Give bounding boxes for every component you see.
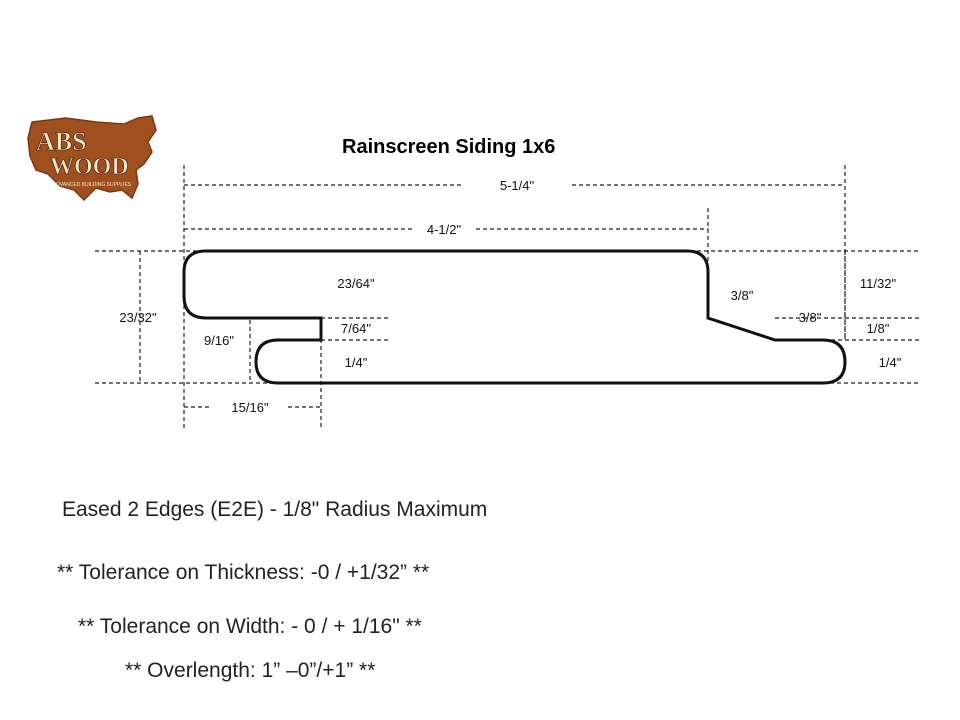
note-eased-edges: Eased 2 Edges (E2E) - 1/8" Radius Maximu… bbox=[62, 498, 488, 521]
logo-text-wood: WOOD bbox=[50, 154, 129, 180]
dim-overall-width: 5-1/4" bbox=[500, 178, 535, 193]
dim-lower-thickness: 1/4" bbox=[345, 355, 368, 370]
usa-map-shape bbox=[27, 115, 157, 202]
dim-upper-thickness: 23/64" bbox=[337, 276, 375, 291]
dim-face-width: 4-1/2" bbox=[427, 222, 462, 237]
dim-groove-depth: 9/16" bbox=[204, 333, 234, 348]
abs-wood-logo: ABS WOOD ADVANCED BUILDING SUPPLIES bbox=[27, 115, 157, 202]
board-profile bbox=[182, 249, 847, 385]
dim-lap-width: 15/16" bbox=[231, 400, 269, 415]
dim-right-top: 11/32" bbox=[860, 276, 897, 291]
note-tolerance-width: ** Tolerance on Width: - 0 / + 1/16" ** bbox=[78, 615, 422, 638]
dim-bevel-height: 3/8" bbox=[731, 288, 754, 303]
dimension-lines bbox=[95, 165, 920, 430]
dim-right-step: 1/8" bbox=[867, 321, 890, 336]
dim-right-bottom: 1/4" bbox=[879, 355, 902, 370]
dim-groove-gap: 7/64" bbox=[341, 321, 371, 336]
dim-thickness-total: 23/32" bbox=[119, 310, 157, 325]
logo-text-abs: ABS bbox=[36, 127, 87, 156]
note-overlength: ** Overlength: 1” –0”/+1” ** bbox=[125, 659, 376, 682]
note-tolerance-thickness: ** Tolerance on Thickness: -0 / +1/32” *… bbox=[57, 561, 430, 584]
diagram-title: Rainscreen Siding 1x6 bbox=[342, 136, 556, 158]
dim-tongue-length: 3/8" bbox=[799, 310, 822, 325]
logo-tagline: ADVANCED BUILDING SUPPLIES bbox=[53, 182, 132, 188]
